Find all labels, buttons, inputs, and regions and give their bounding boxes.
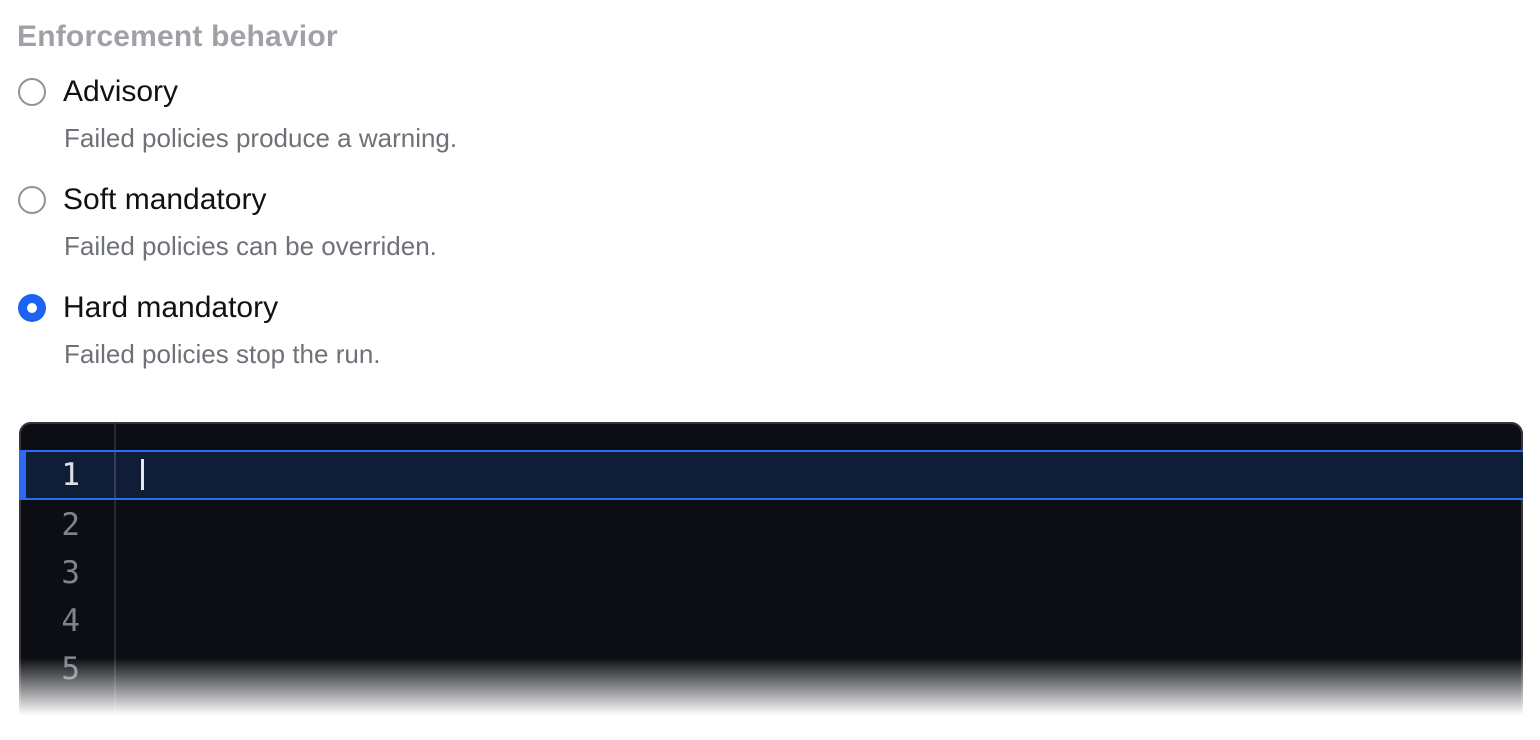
gutter-separator — [114, 422, 116, 740]
radio-description-soft-mandatory: Failed policies can be overriden. — [64, 231, 437, 261]
radio-option-hard-mandatory[interactable]: Hard mandatory — [18, 284, 278, 332]
radio-option-soft-mandatory[interactable]: Soft mandatory — [18, 176, 266, 224]
enforcement-behavior-label: Enforcement behavior — [17, 20, 338, 53]
text-cursor — [141, 459, 144, 490]
radio-label-advisory: Advisory — [63, 75, 179, 108]
radio-label-hard-mandatory: Hard mandatory — [63, 291, 279, 324]
gutter-separator-active-segment — [114, 452, 116, 498]
line-number-1: 1 — [61, 457, 80, 493]
radio-button-soft-mandatory[interactable] — [18, 186, 46, 214]
line-number-5: 5 — [61, 651, 80, 687]
line-number-4: 4 — [61, 603, 80, 639]
radio-label-soft-mandatory: Soft mandatory — [63, 183, 267, 216]
radio-option-advisory[interactable]: Advisory — [18, 68, 178, 116]
radio-description-hard-mandatory: Failed policies stop the run. — [64, 339, 381, 369]
radio-description-advisory: Failed policies produce a warning. — [64, 123, 458, 153]
editor-active-line[interactable]: 1 — [19, 450, 1523, 500]
radio-button-advisory[interactable] — [18, 78, 46, 106]
code-editor[interactable]: 1 2 3 4 5 — [19, 422, 1523, 740]
line-number-2: 2 — [61, 507, 80, 543]
line-number-3: 3 — [61, 555, 80, 591]
radio-button-hard-mandatory[interactable] — [18, 294, 46, 322]
